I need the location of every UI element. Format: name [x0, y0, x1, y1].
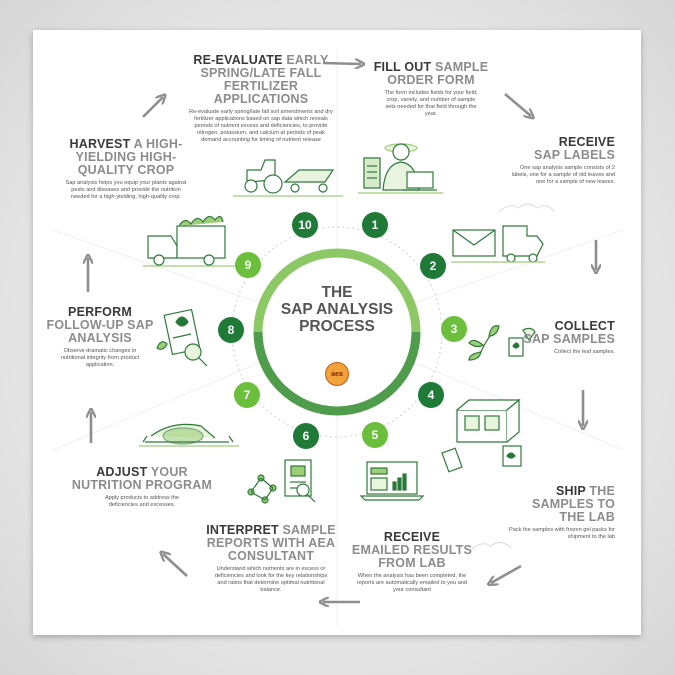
analysis-clipboard-icon: [156, 308, 208, 367]
step-9-title-dark: HARVEST: [69, 137, 131, 151]
step-7-description: Apply products to address the deficienci…: [104, 495, 179, 508]
aea-logo: aea: [325, 362, 349, 386]
arrow-9-10: [142, 97, 163, 118]
arrow-1-2: [504, 93, 531, 116]
decorative-hills: [470, 203, 556, 551]
molecule-clipboard-icon: [247, 459, 316, 504]
step-6-description: Understand which nutrients are in excess…: [214, 566, 328, 593]
step-9-description: Sap analysis helps you equip your plants…: [65, 180, 187, 200]
step-1-block: FILL OUT SAMPLE ORDER FORM The form incl…: [372, 61, 490, 118]
arrow-top: [322, 63, 361, 64]
step-4-title-gray: THE SAMPLES TO THE LAB: [531, 484, 615, 524]
step-number-9: 9: [235, 252, 261, 278]
step-1-description: The form includes fields for your field,…: [384, 90, 478, 117]
infographic-artwork: [52, 50, 624, 625]
arrow-4-5: [491, 564, 522, 583]
step-9-title-gray: A HIGH-YIELDING HIGH-QUALITY CROP: [75, 137, 183, 177]
mail-truck-icon: [451, 225, 545, 263]
step-5-title-dark: RECEIVE: [383, 530, 441, 544]
step-number-7: 7: [234, 382, 260, 408]
laptop-report-icon: [359, 461, 425, 501]
step-number-2: 2: [420, 253, 446, 279]
arrow-6-7: [163, 554, 188, 577]
step-1-title-gray: SAMPLE ORDER FORM: [387, 60, 489, 87]
step-7-title-gray: YOUR NUTRITION PROGRAM: [71, 465, 213, 492]
step-10-title-dark: RE-EVALUATE: [193, 53, 283, 67]
step-10-title-gray: EARLY SPRING/LATE FALL FERTILIZER APPLIC…: [200, 53, 329, 106]
sprayer-icon: [139, 423, 239, 447]
leaf-collect-icon: [468, 325, 536, 361]
step-4-block: SHIP THE SAMPLES TO THE LAB Pack the sam…: [505, 485, 615, 541]
center-ring-shade: [253, 331, 421, 416]
step-3-title-gray: SAP SAMPLES: [523, 332, 615, 346]
step-6-title-gray: SAMPLE REPORTS WITH AEA CONSULTANT: [206, 523, 336, 563]
step-number-3: 3: [441, 316, 467, 342]
step-8-description: Observe dramatic changes in nutritional …: [60, 348, 140, 368]
step-9-block: HARVEST A HIGH-YIELDING HIGH-QUALITY CRO…: [52, 138, 200, 201]
step-7-title-dark: ADJUST: [96, 465, 148, 479]
step-10-block: RE-EVALUATE EARLY SPRING/LATE FALL FERTI…: [184, 54, 338, 144]
step-6-block: INTERPRET SAMPLE REPORTS WITH AEA CONSUL…: [206, 524, 336, 594]
center-title-line-3: PROCESS: [299, 318, 375, 335]
step-4-title-dark: SHIP: [555, 484, 586, 498]
step-number-8: 8: [218, 317, 244, 343]
step-number-10: 10: [292, 212, 318, 238]
step-number-4: 4: [418, 382, 444, 408]
farmer-laptop-icon: [358, 143, 443, 194]
step-2-title-dark: RECEIVE: [558, 135, 615, 149]
flow-arrows: [88, 63, 596, 602]
center-disc: [266, 261, 408, 403]
box-icon: [441, 398, 522, 473]
step-5-description: When the analysis has been completed, th…: [356, 573, 468, 593]
step-3-title-dark: COLLECT: [554, 319, 615, 333]
center-title: THE SAP ANALYSIS PROCESS: [267, 284, 407, 335]
step-number-6: 6: [293, 423, 319, 449]
tractor-icon: [233, 159, 343, 197]
step-5-title-gray: EMAILED RESULTS FROM LAB: [351, 543, 473, 570]
step-1-title-dark: FILL OUT: [373, 60, 432, 74]
step-2-description: One sap analysis sample consists of 2 la…: [511, 165, 615, 185]
aea-logo-text: aea: [331, 370, 343, 378]
step-2-title-gray: SAP LABELS: [534, 148, 615, 162]
center-title-line-1: THE: [321, 284, 353, 301]
step-3-description: Collect the leaf samples.: [554, 349, 615, 355]
center-title-line-2: SAP ANALYSIS: [280, 301, 394, 318]
step-8-title-gray: FOLLOW-UP SAP ANALYSIS: [46, 318, 154, 345]
step-7-block: ADJUST YOUR NUTRITION PROGRAM Apply prod…: [68, 466, 216, 509]
step-10-description: Re-evaluate early spring/late fall soil …: [189, 109, 333, 143]
step-8-title-dark: PERFORM: [68, 305, 132, 319]
harvest-truck-icon: [143, 215, 237, 267]
step-4-description: Pack the samples with frozen gel packs f…: [508, 527, 615, 540]
step-number-5: 5: [362, 422, 388, 448]
step-number-1: 1: [362, 212, 388, 238]
step-6-title-dark: INTERPRET: [206, 523, 279, 537]
